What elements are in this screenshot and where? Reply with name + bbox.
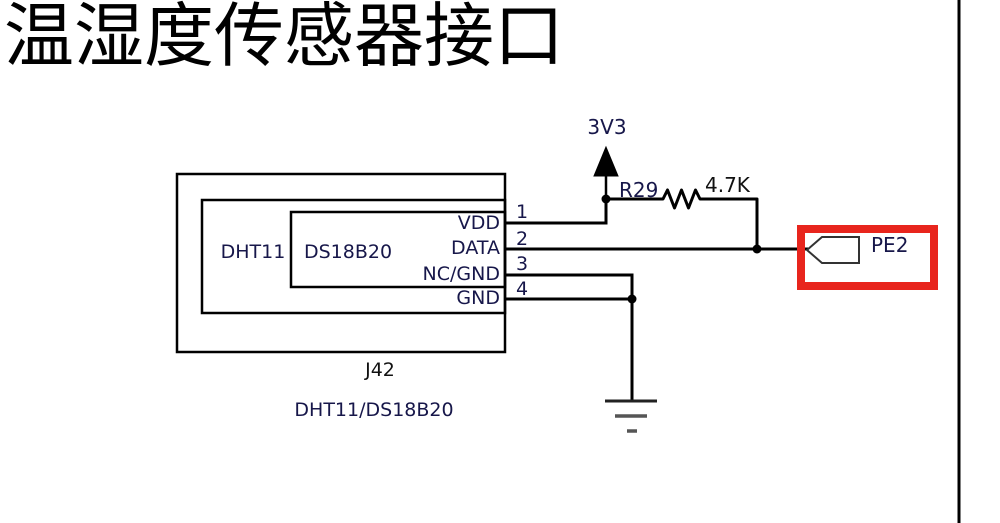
pin-name-gnd: GND xyxy=(456,287,500,309)
pin-number-2: 2 xyxy=(515,228,529,250)
junction-dot xyxy=(627,294,637,304)
pin-name-data: DATA xyxy=(451,237,500,259)
power-triangle-icon xyxy=(593,145,619,177)
junction-dot xyxy=(752,244,762,254)
wire-ncgnd xyxy=(505,273,634,299)
net-label-text: PE2 xyxy=(871,233,909,257)
power-net-label: 3V3 xyxy=(587,115,627,139)
pin-number-3: 3 xyxy=(515,253,529,275)
net-label-tag-icon xyxy=(805,236,860,264)
highlight-box xyxy=(797,225,938,290)
wire-vdd xyxy=(505,199,608,225)
connector-description: DHT11/DS18B20 xyxy=(294,399,454,421)
pin-number-4: 4 xyxy=(515,278,529,300)
connector-designator: J42 xyxy=(365,359,395,381)
resistor-zigzag-icon xyxy=(606,188,759,249)
resistor-value: 4.7K xyxy=(705,173,750,197)
ground-symbol-icon xyxy=(605,399,657,433)
ds18b20-label: DS18B20 xyxy=(303,241,393,263)
pin-name-ncgnd: NC/GND xyxy=(422,263,500,285)
junction-dot xyxy=(601,194,611,204)
wire-gnd xyxy=(505,297,634,400)
pin-number-1: 1 xyxy=(515,201,529,223)
dht11-label: DHT11 xyxy=(220,241,286,263)
page-title: 温湿度传感器接口 xyxy=(4,0,564,77)
resistor-designator: R29 xyxy=(619,178,659,202)
pin-name-vdd: VDD xyxy=(457,212,500,234)
